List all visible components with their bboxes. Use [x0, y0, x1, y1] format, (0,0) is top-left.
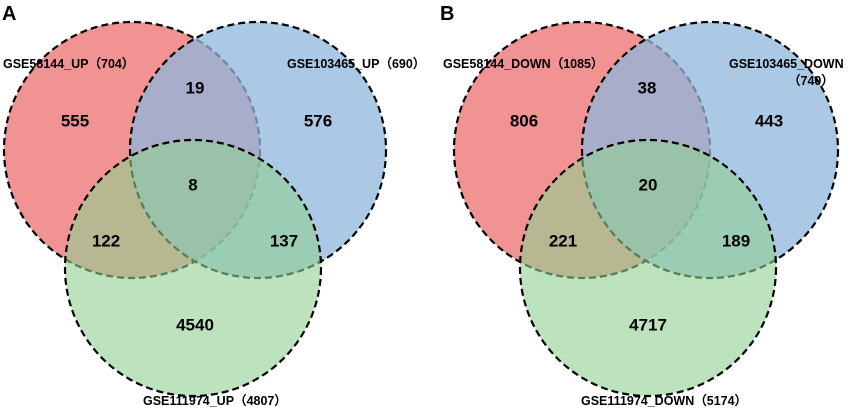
- panel-letter: B: [440, 3, 454, 25]
- set-label-a: GSE58144_UP（704）: [3, 56, 134, 71]
- region-ac: 122: [92, 232, 120, 251]
- region-abc: 20: [639, 176, 658, 195]
- venn-panel-b: B GSE58144_DOWN（1085） GSE103465_DOWN（740…: [440, 3, 844, 408]
- region-ab: 19: [186, 79, 205, 98]
- region-a-only: 555: [61, 112, 89, 131]
- set-label-c: GSE111974_UP（4807）: [143, 393, 287, 408]
- region-ac: 221: [549, 232, 577, 251]
- circle-set-c: [518, 138, 778, 398]
- region-bc: 189: [722, 232, 750, 251]
- region-bc: 137: [270, 232, 298, 251]
- panel-letter: A: [2, 3, 16, 25]
- venn-panel-a: A GSE58144_UP（704） GSE103465_UP（690） GSE…: [2, 3, 425, 408]
- region-c-only: 4717: [629, 316, 667, 335]
- set-label-b: GSE103465_UP（690）: [287, 56, 425, 71]
- region-ab: 38: [638, 79, 657, 98]
- region-b-only: 576: [304, 112, 332, 131]
- region-b-only: 443: [755, 112, 783, 131]
- region-a-only: 806: [510, 112, 538, 131]
- region-c-only: 4540: [176, 316, 214, 335]
- region-abc: 8: [188, 176, 197, 195]
- set-label-c: GSE111974_DOWN（5174）: [581, 393, 747, 408]
- circle-set-c: [63, 138, 323, 398]
- set-label-a: GSE58144_DOWN（1085）: [443, 56, 604, 71]
